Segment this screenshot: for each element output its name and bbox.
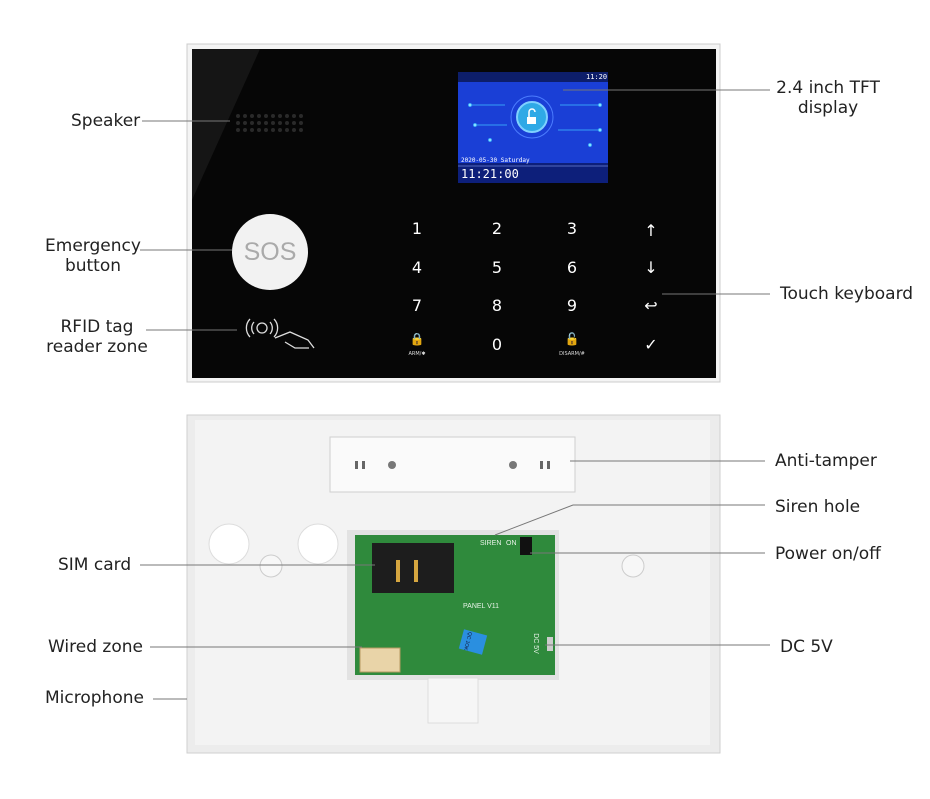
label-wired-zone: Wired zone: [48, 637, 143, 657]
speaker-hole: [292, 114, 296, 118]
speaker-hole: [264, 121, 268, 125]
speaker-hole: [285, 114, 289, 118]
label-display-line2: display: [797, 98, 859, 118]
label-microphone: Microphone: [45, 688, 144, 708]
label-rfid-line2: reader zone: [46, 337, 148, 357]
screen-clock: 11:21:00: [461, 167, 519, 181]
speaker-hole: [278, 128, 282, 132]
screen-status-time: 11:20: [586, 73, 608, 81]
key-6[interactable]: 6: [566, 258, 578, 277]
speaker-hole: [236, 121, 240, 125]
power-switch: [520, 537, 532, 555]
speaker-hole: [236, 114, 240, 118]
key-up[interactable]: ↑: [644, 221, 658, 240]
label-rfid: RFID tag reader zone: [42, 317, 152, 357]
key-2[interactable]: 2: [491, 219, 503, 238]
label-siren-hole: Siren hole: [775, 497, 861, 517]
key-9[interactable]: 9: [566, 296, 578, 315]
label-rfid-line1: RFID tag: [60, 317, 134, 337]
arm-label: ARM/✱: [408, 351, 426, 357]
key-confirm[interactable]: ✓: [644, 335, 658, 354]
key-1[interactable]: 1: [411, 219, 423, 238]
key-disarm-unlock-icon[interactable]: 🔓: [564, 332, 580, 346]
speaker-hole: [264, 114, 268, 118]
front-panel: [192, 49, 716, 378]
key-5[interactable]: 5: [491, 258, 503, 277]
speaker-hole: [257, 114, 261, 118]
key-3[interactable]: 3: [566, 219, 578, 238]
speaker-hole: [257, 128, 261, 132]
label-display: 2.4 inch TFT display: [772, 78, 884, 118]
speaker-grille: [236, 114, 303, 132]
disarm-label: DISARM/#: [559, 351, 585, 357]
pcb-on-text: ON: [506, 540, 517, 547]
speaker-hole: [264, 128, 268, 132]
screen-date: 2020-05-30 Saturday: [461, 157, 530, 164]
sos-label[interactable]: SOS: [243, 238, 297, 266]
key-down[interactable]: ↓: [644, 258, 658, 277]
wired-zone-connector: [359, 647, 401, 673]
pcb-panel-text: PANEL V11: [463, 603, 500, 610]
rfid-icon: [245, 318, 315, 349]
label-power: Power on/off: [775, 544, 881, 564]
speaker-hole: [278, 114, 282, 118]
sos-button: [232, 214, 308, 290]
label-display-line1: 2.4 inch TFT: [776, 78, 880, 98]
pcb-siren-text: SIREN: [480, 540, 502, 547]
speaker-hole: [250, 121, 254, 125]
speaker-hole: [285, 121, 289, 125]
key-arm-lock-icon[interactable]: 🔒: [409, 332, 425, 346]
leader-lines: [140, 89, 770, 700]
speaker-hole: [292, 128, 296, 132]
speaker-hole: [250, 114, 254, 118]
key-4[interactable]: 4: [411, 258, 423, 277]
speaker-hole: [278, 121, 282, 125]
speaker-hole: [285, 128, 289, 132]
speaker-hole: [243, 114, 247, 118]
speaker-hole: [271, 121, 275, 125]
speaker-hole: [236, 128, 240, 132]
label-anti-tamper: Anti-tamper: [775, 451, 877, 471]
speaker-hole: [299, 114, 303, 118]
speaker-hole: [271, 114, 275, 118]
label-touch-keyboard: Touch keyboard: [780, 284, 914, 304]
key-8[interactable]: 8: [491, 296, 503, 315]
sim-card-slot: [372, 543, 454, 593]
label-emergency-line2: button: [64, 256, 122, 276]
label-speaker: Speaker: [71, 111, 141, 131]
key-0[interactable]: 0: [491, 335, 503, 354]
speaker-hole: [299, 121, 303, 125]
speaker-hole: [243, 128, 247, 132]
label-emergency: Emergency button: [38, 236, 148, 276]
speaker-hole: [250, 128, 254, 132]
key-back[interactable]: ↩: [644, 296, 658, 315]
key-7[interactable]: 7: [411, 296, 423, 315]
label-dc-5v: DC 5V: [780, 637, 833, 657]
speaker-hole: [292, 121, 296, 125]
pcb-dc-text: DC 5V: [531, 633, 539, 654]
anti-tamper-bracket: [329, 436, 576, 493]
label-emergency-line1: Emergency: [45, 236, 141, 256]
speaker-hole: [257, 121, 261, 125]
dc-5v-port: [547, 637, 553, 651]
speaker-hole: [243, 121, 247, 125]
label-sim-card: SIM card: [58, 555, 132, 575]
speaker-hole: [271, 128, 275, 132]
speaker-hole: [299, 128, 303, 132]
